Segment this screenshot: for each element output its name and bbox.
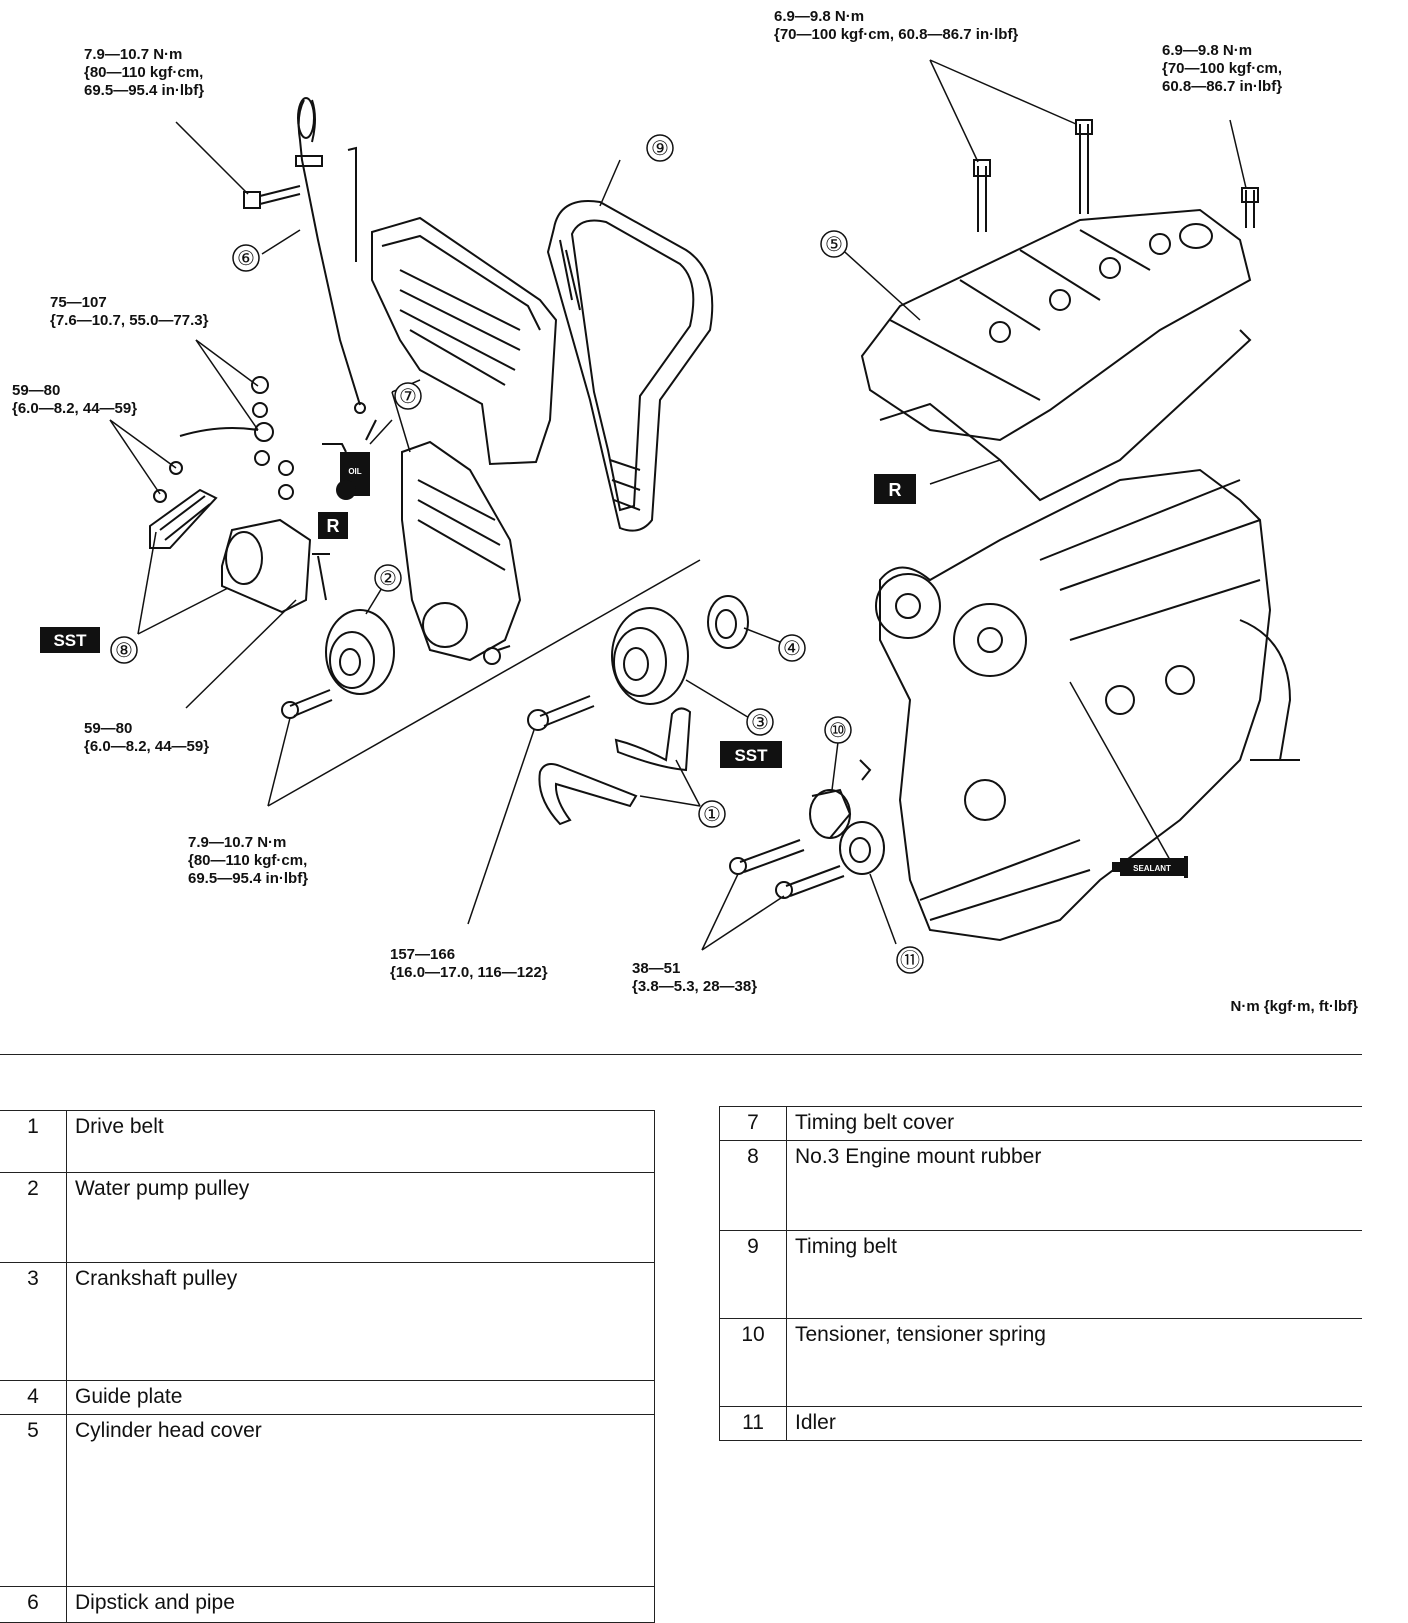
torque-label-pulley-bolts: 7.9—10.7 N·m {80—110 kgf·cm, 69.5—95.4 i… — [188, 834, 309, 887]
part-name: Crankshaft pulley — [66, 1262, 655, 1381]
svg-text:⑧: ⑧ — [115, 640, 133, 662]
part-number: 11 — [719, 1406, 787, 1441]
engine-mount-drawing — [149, 376, 330, 614]
svg-text:SST: SST — [734, 746, 768, 765]
svg-text:⑥: ⑥ — [237, 248, 255, 270]
part-name: No.3 Engine mount rubber — [786, 1140, 1362, 1231]
table-row: 10 Tensioner, tensioner spring — [719, 1318, 1362, 1407]
part-name: Dipstick and pipe — [66, 1586, 655, 1623]
cylinder-head-cover-drawing — [860, 208, 1252, 502]
part-number: 4 — [0, 1380, 67, 1415]
callout-5: ⑤ — [820, 230, 848, 258]
section-divider — [0, 1054, 1362, 1055]
torque-label-head-cover-right: 6.9—9.8 N·m {70—100 kgf·cm, 60.8—86.7 in… — [1162, 42, 1283, 95]
torque-label-mount-bolt-upper: 59—80 {6.0—8.2, 44—59} — [12, 382, 138, 417]
callout-9: ⑨ — [646, 134, 674, 162]
part-number: 8 — [719, 1140, 787, 1231]
svg-text:⑨: ⑨ — [651, 138, 669, 160]
callout-1: ① — [698, 800, 726, 828]
part-name: Tensioner, tensioner spring — [786, 1318, 1362, 1407]
part-number: 10 — [719, 1318, 787, 1407]
part-number: 2 — [0, 1172, 67, 1263]
svg-text:⑤: ⑤ — [825, 234, 843, 256]
part-number: 9 — [719, 1230, 787, 1319]
r-badge-right: R — [874, 474, 916, 504]
part-name: Guide plate — [66, 1380, 655, 1415]
svg-text:R: R — [327, 516, 340, 536]
part-name: Timing belt — [786, 1230, 1362, 1319]
callout-2: ② — [374, 564, 402, 592]
svg-text:OIL: OIL — [348, 467, 361, 476]
table-row: 1 Drive belt — [0, 1110, 655, 1173]
callout-7: ⑦ — [394, 382, 422, 410]
r-badge-left: R — [318, 512, 348, 539]
leader-lines — [109, 59, 1247, 951]
part-number: 3 — [0, 1262, 67, 1381]
part-name: Cylinder head cover — [66, 1414, 655, 1587]
units-note: N·m {kgf·m, ft·lbf} — [1230, 998, 1359, 1015]
svg-text:③: ③ — [751, 712, 769, 734]
svg-text:②: ② — [379, 568, 397, 590]
svg-text:④: ④ — [783, 638, 801, 660]
crankshaft-pulley-drawing — [527, 607, 689, 731]
callout-4: ④ — [778, 634, 806, 662]
svg-text:SST: SST — [53, 631, 87, 650]
callout-10: ⑩ — [824, 716, 852, 744]
engine-exploded-diagram: SST SST R R OIL SEALANT ① ② ③ ④ ⑤ ⑥ ⑦ ⑧ … — [40, 59, 1300, 974]
part-number: 7 — [719, 1106, 787, 1141]
svg-text:SEALANT: SEALANT — [1133, 864, 1171, 873]
water-pump-pulley-drawing — [281, 609, 395, 719]
dipstick-bolt-drawing — [243, 185, 301, 209]
callout-6: ⑥ — [232, 244, 260, 272]
svg-text:R: R — [889, 480, 902, 500]
head-cover-bolts-drawing — [973, 119, 1259, 232]
part-name: Water pump pulley — [66, 1172, 655, 1263]
upper-timing-cover-drawing — [347, 146, 558, 466]
sst-badge-left: SST — [40, 627, 100, 653]
svg-text:⑦: ⑦ — [399, 386, 417, 408]
callout-11: ⑪ — [896, 946, 924, 974]
callout-8: ⑧ — [110, 636, 138, 664]
part-number: 1 — [0, 1110, 67, 1173]
sst-badge-right: SST — [720, 741, 782, 768]
svg-text:⑩: ⑩ — [829, 720, 847, 742]
torque-label-mount-bolt-lower: 59—80 {6.0—8.2, 44—59} — [84, 720, 210, 755]
part-name: Timing belt cover — [786, 1106, 1362, 1141]
guide-plate-drawing — [707, 595, 749, 649]
table-row: 3 Crankshaft pulley — [0, 1262, 655, 1381]
table-row: 8 No.3 Engine mount rubber — [719, 1140, 1362, 1231]
table-row: 11 Idler — [719, 1406, 1362, 1441]
engine-block-drawing — [875, 468, 1300, 942]
parts-table-left: 1 Drive belt 2 Water pump pulley 3 Crank… — [0, 1110, 655, 1623]
torque-label-tensioner-bolts: 38—51 {3.8—5.3, 28—38} — [632, 960, 758, 995]
svg-text:①: ① — [703, 804, 721, 826]
oil-can-icon: OIL — [322, 419, 377, 500]
torque-label-head-cover-center: 6.9—9.8 N·m {70—100 kgf·cm, 60.8—86.7 in… — [774, 8, 1019, 43]
torque-label-dipstick-bolt: 7.9—10.7 N·m {80—110 kgf·cm, 69.5—95.4 i… — [84, 46, 205, 99]
timing-belt-drawing — [546, 200, 714, 532]
lower-timing-cover-drawing — [401, 440, 522, 662]
part-number: 5 — [0, 1414, 67, 1587]
callout-3: ③ — [746, 708, 774, 736]
tensioner-drawing — [729, 759, 872, 875]
part-name: Drive belt — [66, 1110, 655, 1173]
svg-text:⑪: ⑪ — [900, 949, 920, 972]
table-row: 4 Guide plate — [0, 1380, 655, 1415]
parts-table-right: 7 Timing belt cover 8 No.3 Engine mount … — [719, 1106, 1362, 1441]
torque-label-crank-bolt: 157—166 {16.0—17.0, 116—122} — [390, 946, 548, 981]
torque-label-mount-nut: 75—107 {7.6—10.7, 55.0—77.3} — [50, 294, 209, 329]
drive-belt-drawing — [538, 707, 692, 826]
idler-drawing — [775, 821, 885, 899]
dipstick-and-pipe-drawing — [295, 97, 366, 414]
table-row: 6 Dipstick and pipe — [0, 1586, 655, 1623]
table-row: 7 Timing belt cover — [719, 1106, 1362, 1141]
part-number: 6 — [0, 1586, 67, 1623]
table-row: 9 Timing belt — [719, 1230, 1362, 1319]
table-row: 2 Water pump pulley — [0, 1172, 655, 1263]
sealant-tube-icon: SEALANT — [1112, 856, 1188, 878]
part-name: Idler — [786, 1406, 1362, 1441]
table-row: 5 Cylinder head cover — [0, 1414, 655, 1587]
